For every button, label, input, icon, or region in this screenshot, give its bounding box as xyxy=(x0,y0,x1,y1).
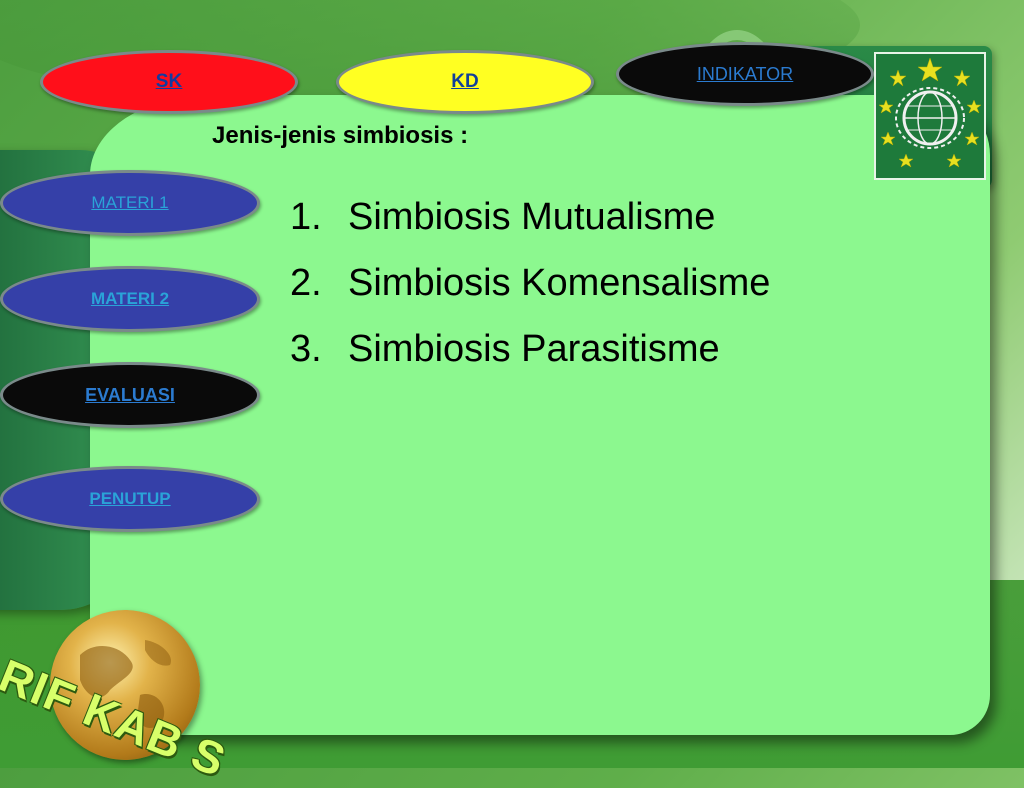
sk-label: SK xyxy=(155,71,183,92)
indikator-button[interactable]: INDIKATOR xyxy=(616,42,874,106)
page-heading: Jenis-jenis simbiosis : xyxy=(212,122,469,149)
list-number: 3. xyxy=(290,328,322,370)
list-item: 1. Simbiosis Mutualisme xyxy=(290,196,770,262)
globe-logo-icon xyxy=(50,610,200,760)
list-text: Simbiosis Parasitisme xyxy=(348,328,720,370)
penutup-label: PENUTUP xyxy=(89,489,171,508)
materi-2-label: MATERI 2 xyxy=(90,289,170,308)
list-number: 2. xyxy=(290,262,322,304)
materi-1-label: MATERI 1 xyxy=(91,193,169,212)
indikator-label: INDIKATOR xyxy=(696,63,794,84)
globe-graphic xyxy=(80,640,171,729)
list-number: 1. xyxy=(290,196,322,238)
list-text: Simbiosis Mutualisme xyxy=(348,196,716,238)
evaluasi-label: EVALUASI xyxy=(85,384,175,405)
penutup-button[interactable]: PENUTUP xyxy=(0,466,260,532)
list-text: Simbiosis Komensalisme xyxy=(348,262,771,304)
kd-button[interactable]: KD xyxy=(336,50,594,114)
evaluasi-button[interactable]: EVALUASI xyxy=(0,362,260,428)
nu-emblem-icon xyxy=(874,52,986,180)
materi-2-button[interactable]: MATERI 2 xyxy=(0,266,260,332)
emblem-graphic xyxy=(876,54,984,178)
list-item: 2. Simbiosis Komensalisme xyxy=(290,262,770,328)
list-item: 3. Simbiosis Parasitisme xyxy=(290,328,770,394)
symbiosis-list: 1. Simbiosis Mutualisme 2. Simbiosis Kom… xyxy=(290,196,770,394)
sk-button[interactable]: SK xyxy=(40,50,298,114)
materi-1-button[interactable]: MATERI 1 xyxy=(0,170,260,236)
kd-label: KD xyxy=(451,71,479,92)
